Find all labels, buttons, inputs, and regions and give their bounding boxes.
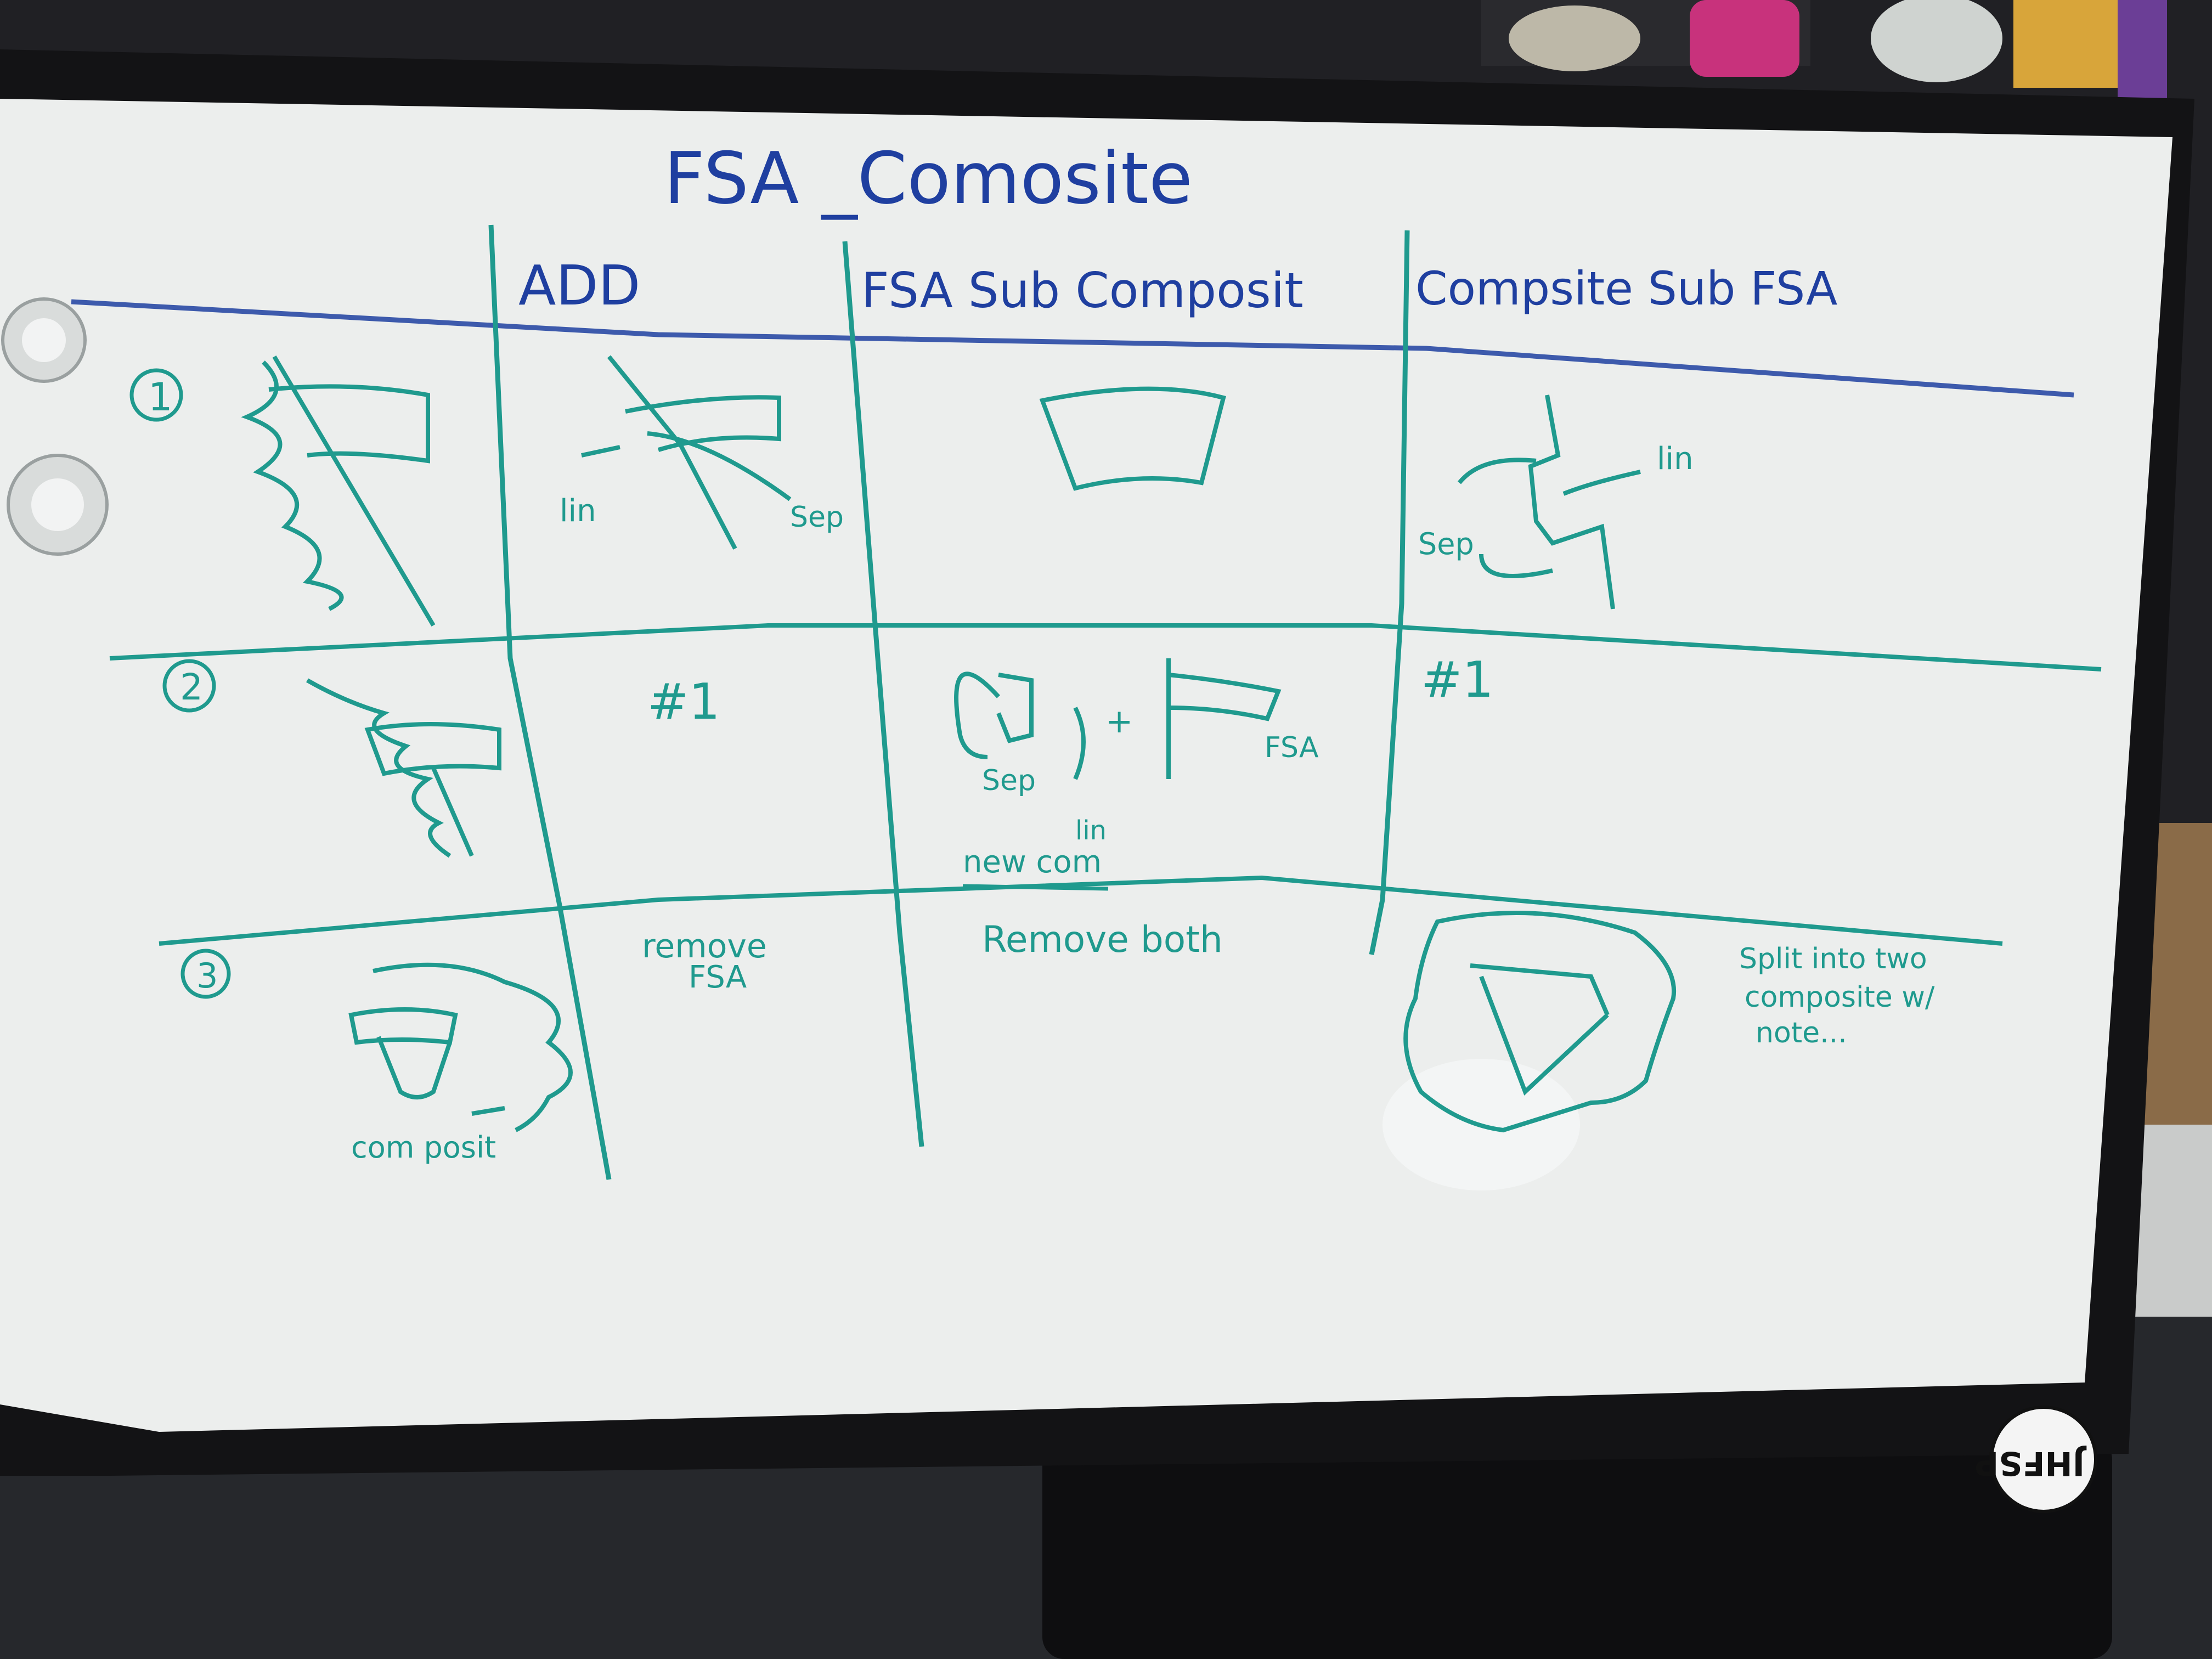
bench-dark [1042,1437,2112,1659]
column-divider-3 [1369,230,1410,955]
r2-csf-text: #1 [1421,651,1494,709]
r1-add-label-lin: lin [560,493,596,529]
column-header-fsa-sub-composite: FSA Sub Composit [861,262,1304,319]
r3-desc-label: com posit [351,1130,496,1165]
r1-csf-label-lin: lin [1657,441,1694,477]
r3-desc-sketch [348,962,573,1132]
column-divider-2 [842,241,924,1147]
magnet-top [1,297,87,383]
r2-fsc-label-lin: lin [1075,815,1107,846]
r2-fsc-plus: + [1105,702,1133,741]
board-title: FSA _Comosite [664,137,1193,220]
svg-text:3: 3 [196,956,218,996]
r3-csf-line1: Split into two [1739,943,1927,975]
magnet-bottom [7,454,109,556]
svg-text:JHFSP: JHFSP [1974,1444,2087,1482]
r3-csf-sketch [1403,911,1677,1133]
r1-csf-label-sep: Sep [1418,527,1474,561]
r2-fsc-underline [962,884,1109,891]
whiteboard-surface [0,99,2172,1432]
r2-fsc-sketch [954,658,1282,780]
r2-fsc-label-sep: Sep [982,764,1036,797]
r1-add-sketch [581,355,792,550]
svg-text:1: 1 [148,375,173,420]
r3-fsc-text: Remove both [982,918,1223,961]
header-rule [71,299,2074,398]
jhfsp-sticker: JHFSP [1974,1406,2097,1513]
r2-add-text: #1 [647,673,720,731]
shelf-objects [1481,0,2167,99]
r3-csf-line3: note... [1756,1017,1847,1049]
row-divider-1 [109,623,2102,672]
svg-text:2: 2 [180,666,203,708]
row-number-3: 3 [180,949,231,999]
column-header-add: ADD [518,253,640,318]
r3-add-line1: remove [642,927,767,966]
r1-csf-sketch [1457,394,1641,610]
column-header-composite-sub-fsa: Compsite Sub FSA [1415,262,1837,315]
r2-fsc-label-new: new com [963,844,1102,880]
column-divider-1 [488,224,612,1180]
r1-add-label-sep: Sep [790,501,844,534]
r2-desc-sketch [306,678,501,858]
r1-fsc-sketch [1039,386,1226,491]
row-number-1: 1 [129,368,183,422]
r3-csf-line2: composite w/ [1745,981,1935,1014]
r3-add-line2: FSA [689,960,747,995]
row-number-2: 2 [162,659,216,713]
r2-fsc-label-fsa: FSA [1265,731,1319,764]
row-divider-2 [159,875,2003,946]
r1-desc-sketch [241,355,436,627]
